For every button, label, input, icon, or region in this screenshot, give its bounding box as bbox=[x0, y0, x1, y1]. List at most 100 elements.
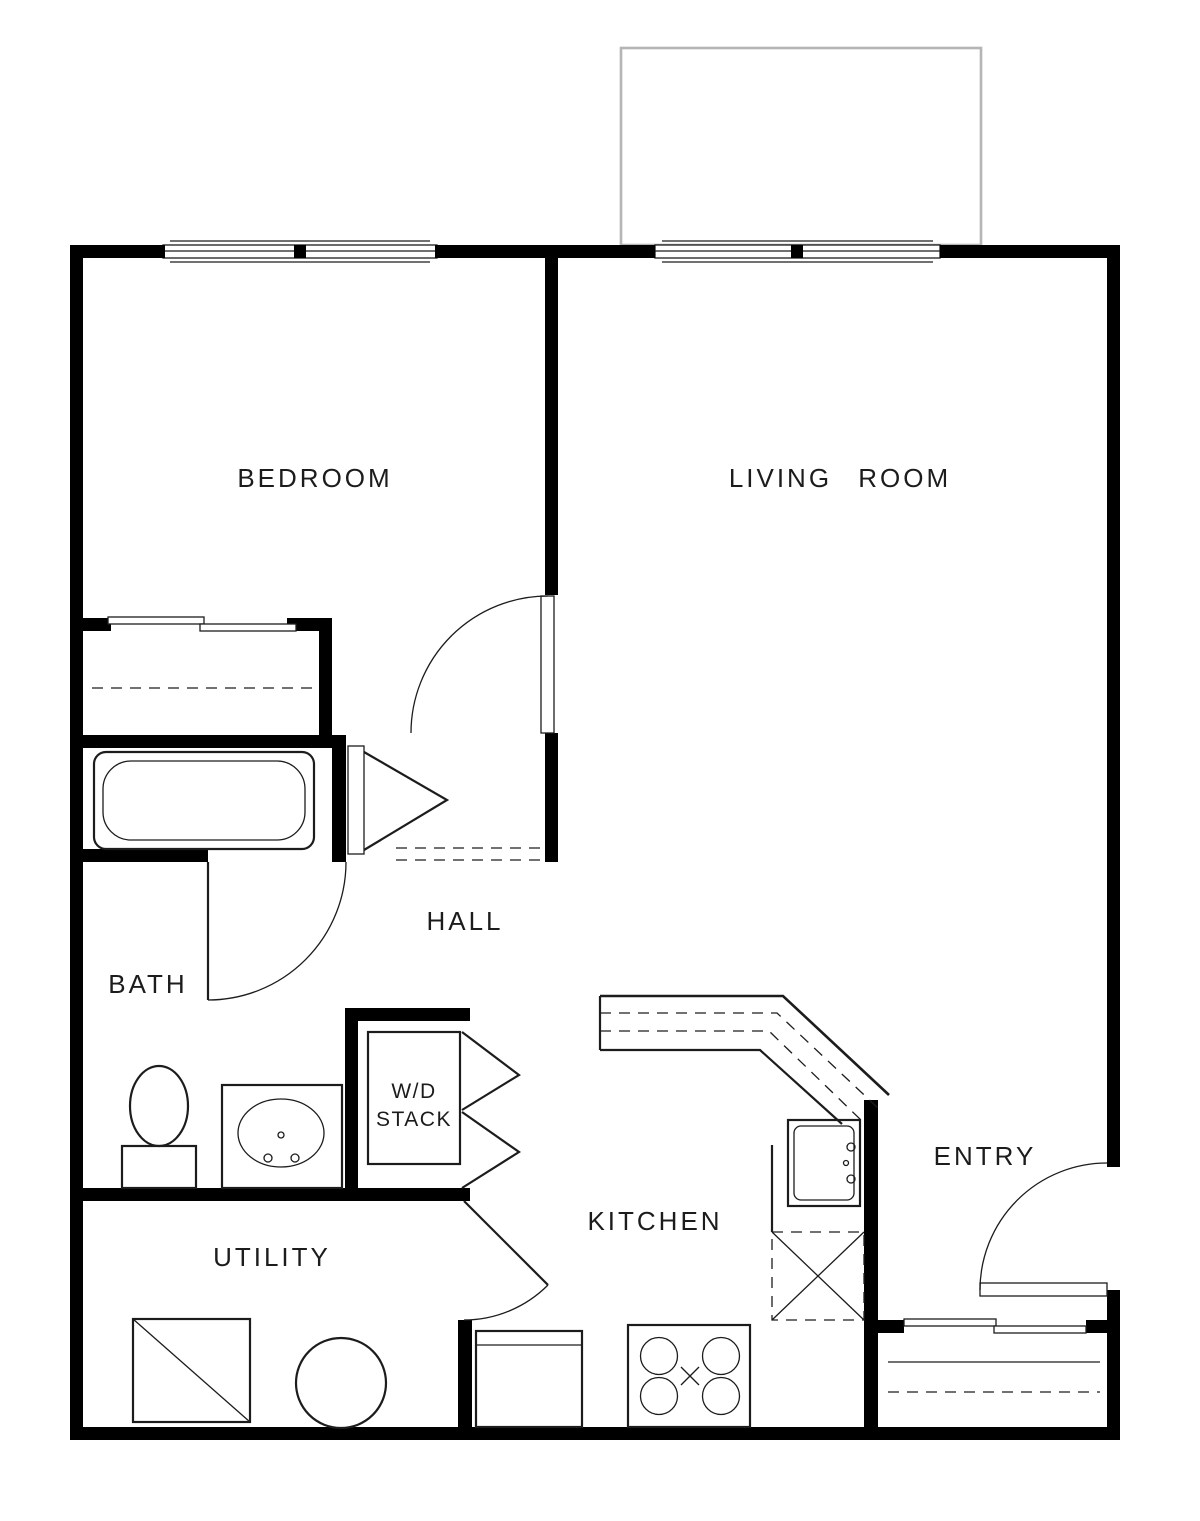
wall-wd-north bbox=[345, 1008, 470, 1021]
kitchen-upper-cabinets-dashed-a bbox=[600, 1012, 879, 1109]
stove-outline bbox=[626, 1323, 752, 1429]
wall-kitchen-entry bbox=[864, 1100, 878, 1440]
wall-utility-east bbox=[458, 1320, 472, 1440]
vanity-faucet-handle-left bbox=[263, 1153, 273, 1163]
wall-tub-north bbox=[83, 735, 346, 748]
balcony bbox=[619, 46, 983, 247]
wd-bifold-bottom bbox=[461, 1111, 521, 1189]
bath-door bbox=[206, 861, 347, 1001]
doors bbox=[107, 595, 1108, 1334]
vanity-sink-basin bbox=[237, 1098, 325, 1168]
stove-burner-2 bbox=[701, 1336, 741, 1376]
balcony-outline bbox=[619, 46, 983, 247]
kitchen-sink-drain bbox=[842, 1159, 850, 1167]
hall-label: HALL bbox=[426, 906, 503, 936]
entry-closet-door-panel-b bbox=[993, 1325, 1087, 1334]
entry-door-swing-arc bbox=[979, 1162, 1108, 1291]
vanity-drain bbox=[277, 1131, 285, 1139]
kitchen-upper-cabinets-dashed-b bbox=[600, 1030, 863, 1122]
stove-burner-3 bbox=[639, 1376, 679, 1416]
stove bbox=[626, 1323, 752, 1429]
hvac-unit bbox=[131, 1317, 252, 1424]
linen-closet-door bbox=[347, 745, 450, 855]
wall-bath-south bbox=[83, 1188, 345, 1201]
windows bbox=[162, 240, 941, 263]
hvac-outline bbox=[131, 1317, 252, 1424]
wall-left bbox=[70, 245, 83, 1440]
bath-fixtures bbox=[92, 750, 344, 1190]
bath-door-swing-arc bbox=[207, 861, 347, 1001]
water-heater bbox=[294, 1336, 388, 1430]
wall-wd-south bbox=[345, 1188, 470, 1201]
bathtub-inner bbox=[102, 760, 306, 841]
washer-dryer-stack bbox=[366, 1030, 462, 1166]
stove-burner-1 bbox=[639, 1336, 679, 1376]
vanity-counter bbox=[220, 1083, 344, 1190]
bedroom-closet-doors bbox=[107, 616, 297, 632]
bathtub-outer bbox=[92, 750, 316, 851]
utility-door-swing-arc bbox=[463, 1284, 549, 1321]
utility-door bbox=[463, 1200, 549, 1321]
linen-closet-panel bbox=[347, 745, 365, 855]
refrigerator-space bbox=[771, 1231, 865, 1321]
stove-center-mark-b bbox=[680, 1366, 700, 1386]
wall-entry-closet-jamb-right bbox=[1086, 1320, 1120, 1333]
living-room-label: LIVING ROOM bbox=[729, 463, 951, 493]
kitchen-fixtures bbox=[474, 994, 890, 1429]
wd-unit-outline bbox=[366, 1030, 462, 1166]
bedroom-closet-door-panel-b bbox=[199, 623, 297, 632]
entry-door bbox=[979, 1162, 1108, 1297]
bathroom-vanity bbox=[220, 1083, 344, 1190]
bedroom-window bbox=[162, 240, 438, 263]
wd-stack-label-line2: STACK bbox=[376, 1108, 452, 1131]
entry-closet-door-panel-a bbox=[903, 1318, 997, 1327]
wall-wd-west bbox=[345, 1008, 358, 1201]
linen-closet-fold bbox=[363, 751, 450, 851]
kitchen-counter-inner-edge bbox=[600, 1048, 843, 1125]
refrigerator-space-outline-dashed bbox=[771, 1231, 865, 1321]
wall-bedroom-living-divider bbox=[545, 245, 558, 595]
wall-bath-north bbox=[83, 849, 208, 862]
entry-door-leaf bbox=[979, 1282, 1108, 1297]
room-labels: BEDROOM LIVING ROOM HALL BATH W/D STACK … bbox=[108, 463, 1037, 1272]
wd-closet-bifold-doors bbox=[461, 1031, 521, 1189]
dishwasher-outline bbox=[474, 1329, 584, 1429]
wd-bifold-top bbox=[461, 1031, 521, 1111]
stove-burner-4 bbox=[701, 1376, 741, 1416]
bathtub bbox=[92, 750, 316, 851]
bedroom-closet-door-panel-a bbox=[107, 616, 205, 625]
utility-label: UTILITY bbox=[213, 1242, 331, 1272]
kitchen-faucet-handle-a bbox=[846, 1142, 856, 1152]
kitchen-sink-basin bbox=[793, 1125, 855, 1201]
walls bbox=[70, 245, 1120, 1440]
kitchen-sink-outer bbox=[786, 1118, 862, 1208]
kitchen-faucet-handle-b bbox=[846, 1174, 856, 1184]
wd-stack-label-line1: W/D bbox=[391, 1080, 436, 1103]
dishwasher bbox=[474, 1329, 584, 1429]
wall-closet-jamb-left bbox=[83, 618, 111, 631]
bedroom-label: BEDROOM bbox=[237, 463, 392, 493]
bedroom-door-swing-arc bbox=[410, 595, 549, 734]
toilet-tank bbox=[120, 1144, 198, 1190]
kitchen-counter-outer-edge bbox=[600, 994, 890, 1096]
bedroom-door-panel bbox=[540, 595, 555, 734]
bedroom-window-mullion bbox=[294, 245, 306, 258]
wall-closet-east bbox=[319, 618, 332, 748]
wall-top-left bbox=[70, 245, 165, 258]
utility-door-leaf bbox=[463, 1200, 549, 1286]
entry-closet-doors bbox=[903, 1318, 1087, 1334]
kitchen-sink bbox=[786, 1118, 862, 1208]
entry-label: ENTRY bbox=[934, 1141, 1037, 1171]
wall-entry-closet-jamb-left bbox=[864, 1320, 904, 1333]
wall-tub-east bbox=[332, 735, 346, 862]
toilet-bowl bbox=[128, 1064, 190, 1148]
bath-label: BATH bbox=[108, 969, 187, 999]
toilet bbox=[120, 1064, 198, 1190]
wall-top-right bbox=[940, 245, 1120, 258]
hvac-diagonal bbox=[132, 1318, 251, 1423]
utility-fixtures bbox=[131, 1317, 388, 1430]
wall-divider-stub bbox=[545, 733, 558, 862]
wall-right-upper bbox=[1107, 245, 1120, 1167]
